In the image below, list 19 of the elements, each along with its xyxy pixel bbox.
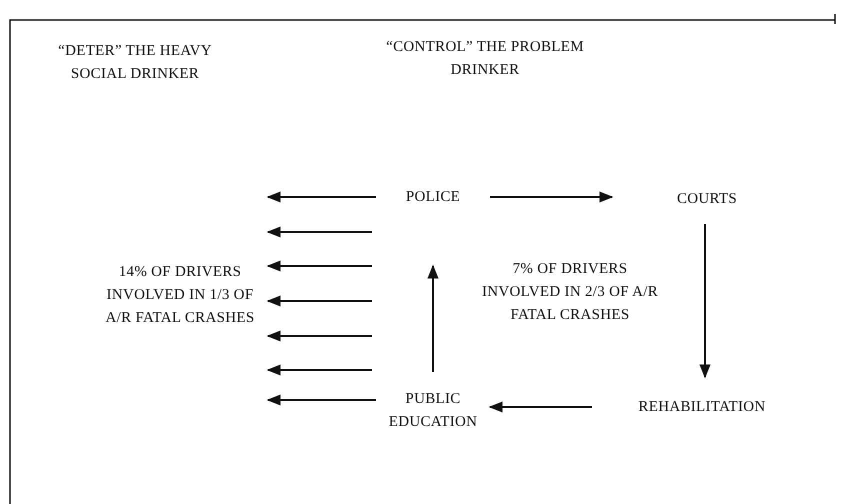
arrow (699, 224, 711, 378)
arrow (427, 264, 439, 372)
heading-text: “CONTROL” THE PROBLEM DRINKER (385, 38, 585, 80)
arrow (490, 191, 614, 203)
arrow (266, 226, 372, 238)
node-label: REHABILITATION (638, 398, 766, 416)
arrow (266, 295, 372, 307)
arrow (266, 394, 376, 406)
arrow (266, 364, 372, 376)
arrow (266, 330, 372, 342)
arrow (266, 260, 372, 272)
statistic-text: 14% OF DRIVERS INVOLVED IN 1/3 OF A/R FATAL CRASHES (104, 262, 256, 328)
statistic-text: 7% OF DRIVERS INVOLVED IN 2/3 OF A/R FATAL CRASHES (480, 260, 660, 325)
node-label: POLICE (406, 188, 460, 207)
node-label: COURTS (676, 190, 738, 209)
arrow (488, 401, 592, 413)
node-label: PUBLIC EDUCATION (388, 390, 478, 432)
arrow (266, 191, 376, 203)
heading-text: “DETER” THE HEAVY SOCIAL DRINKER (57, 42, 213, 84)
